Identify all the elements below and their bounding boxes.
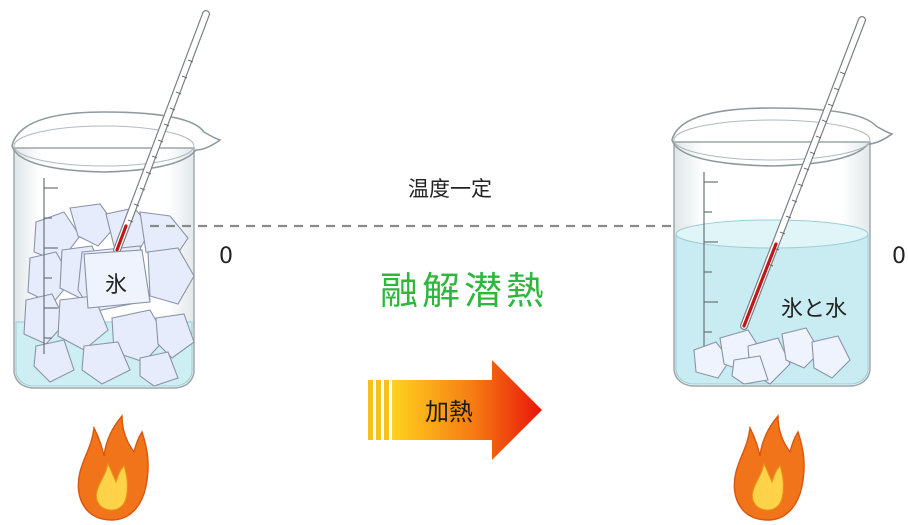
right-flame-icon bbox=[733, 414, 805, 521]
latent-heat-label: 融解潜熱 bbox=[380, 269, 548, 313]
right-beaker-label: 氷と水 bbox=[781, 297, 847, 322]
left-beaker-text: 氷 bbox=[105, 273, 127, 298]
right-beaker-text: 氷と水 bbox=[781, 297, 847, 322]
heating-arrow-icon bbox=[368, 360, 542, 460]
heating-label: 加熱 bbox=[425, 398, 473, 426]
constant-temp-line bbox=[150, 220, 752, 232]
right-temperature: 0 bbox=[892, 244, 906, 269]
left-flame-icon bbox=[77, 414, 149, 521]
right-thermometer-icon bbox=[740, 16, 866, 330]
left-beaker-label: 氷 bbox=[83, 249, 151, 309]
constant-temp-label: 温度一定 bbox=[408, 177, 492, 201]
left-temperature: 0 bbox=[219, 244, 233, 269]
left-thermometer-icon bbox=[113, 10, 210, 254]
right-beaker-icon bbox=[671, 107, 894, 387]
